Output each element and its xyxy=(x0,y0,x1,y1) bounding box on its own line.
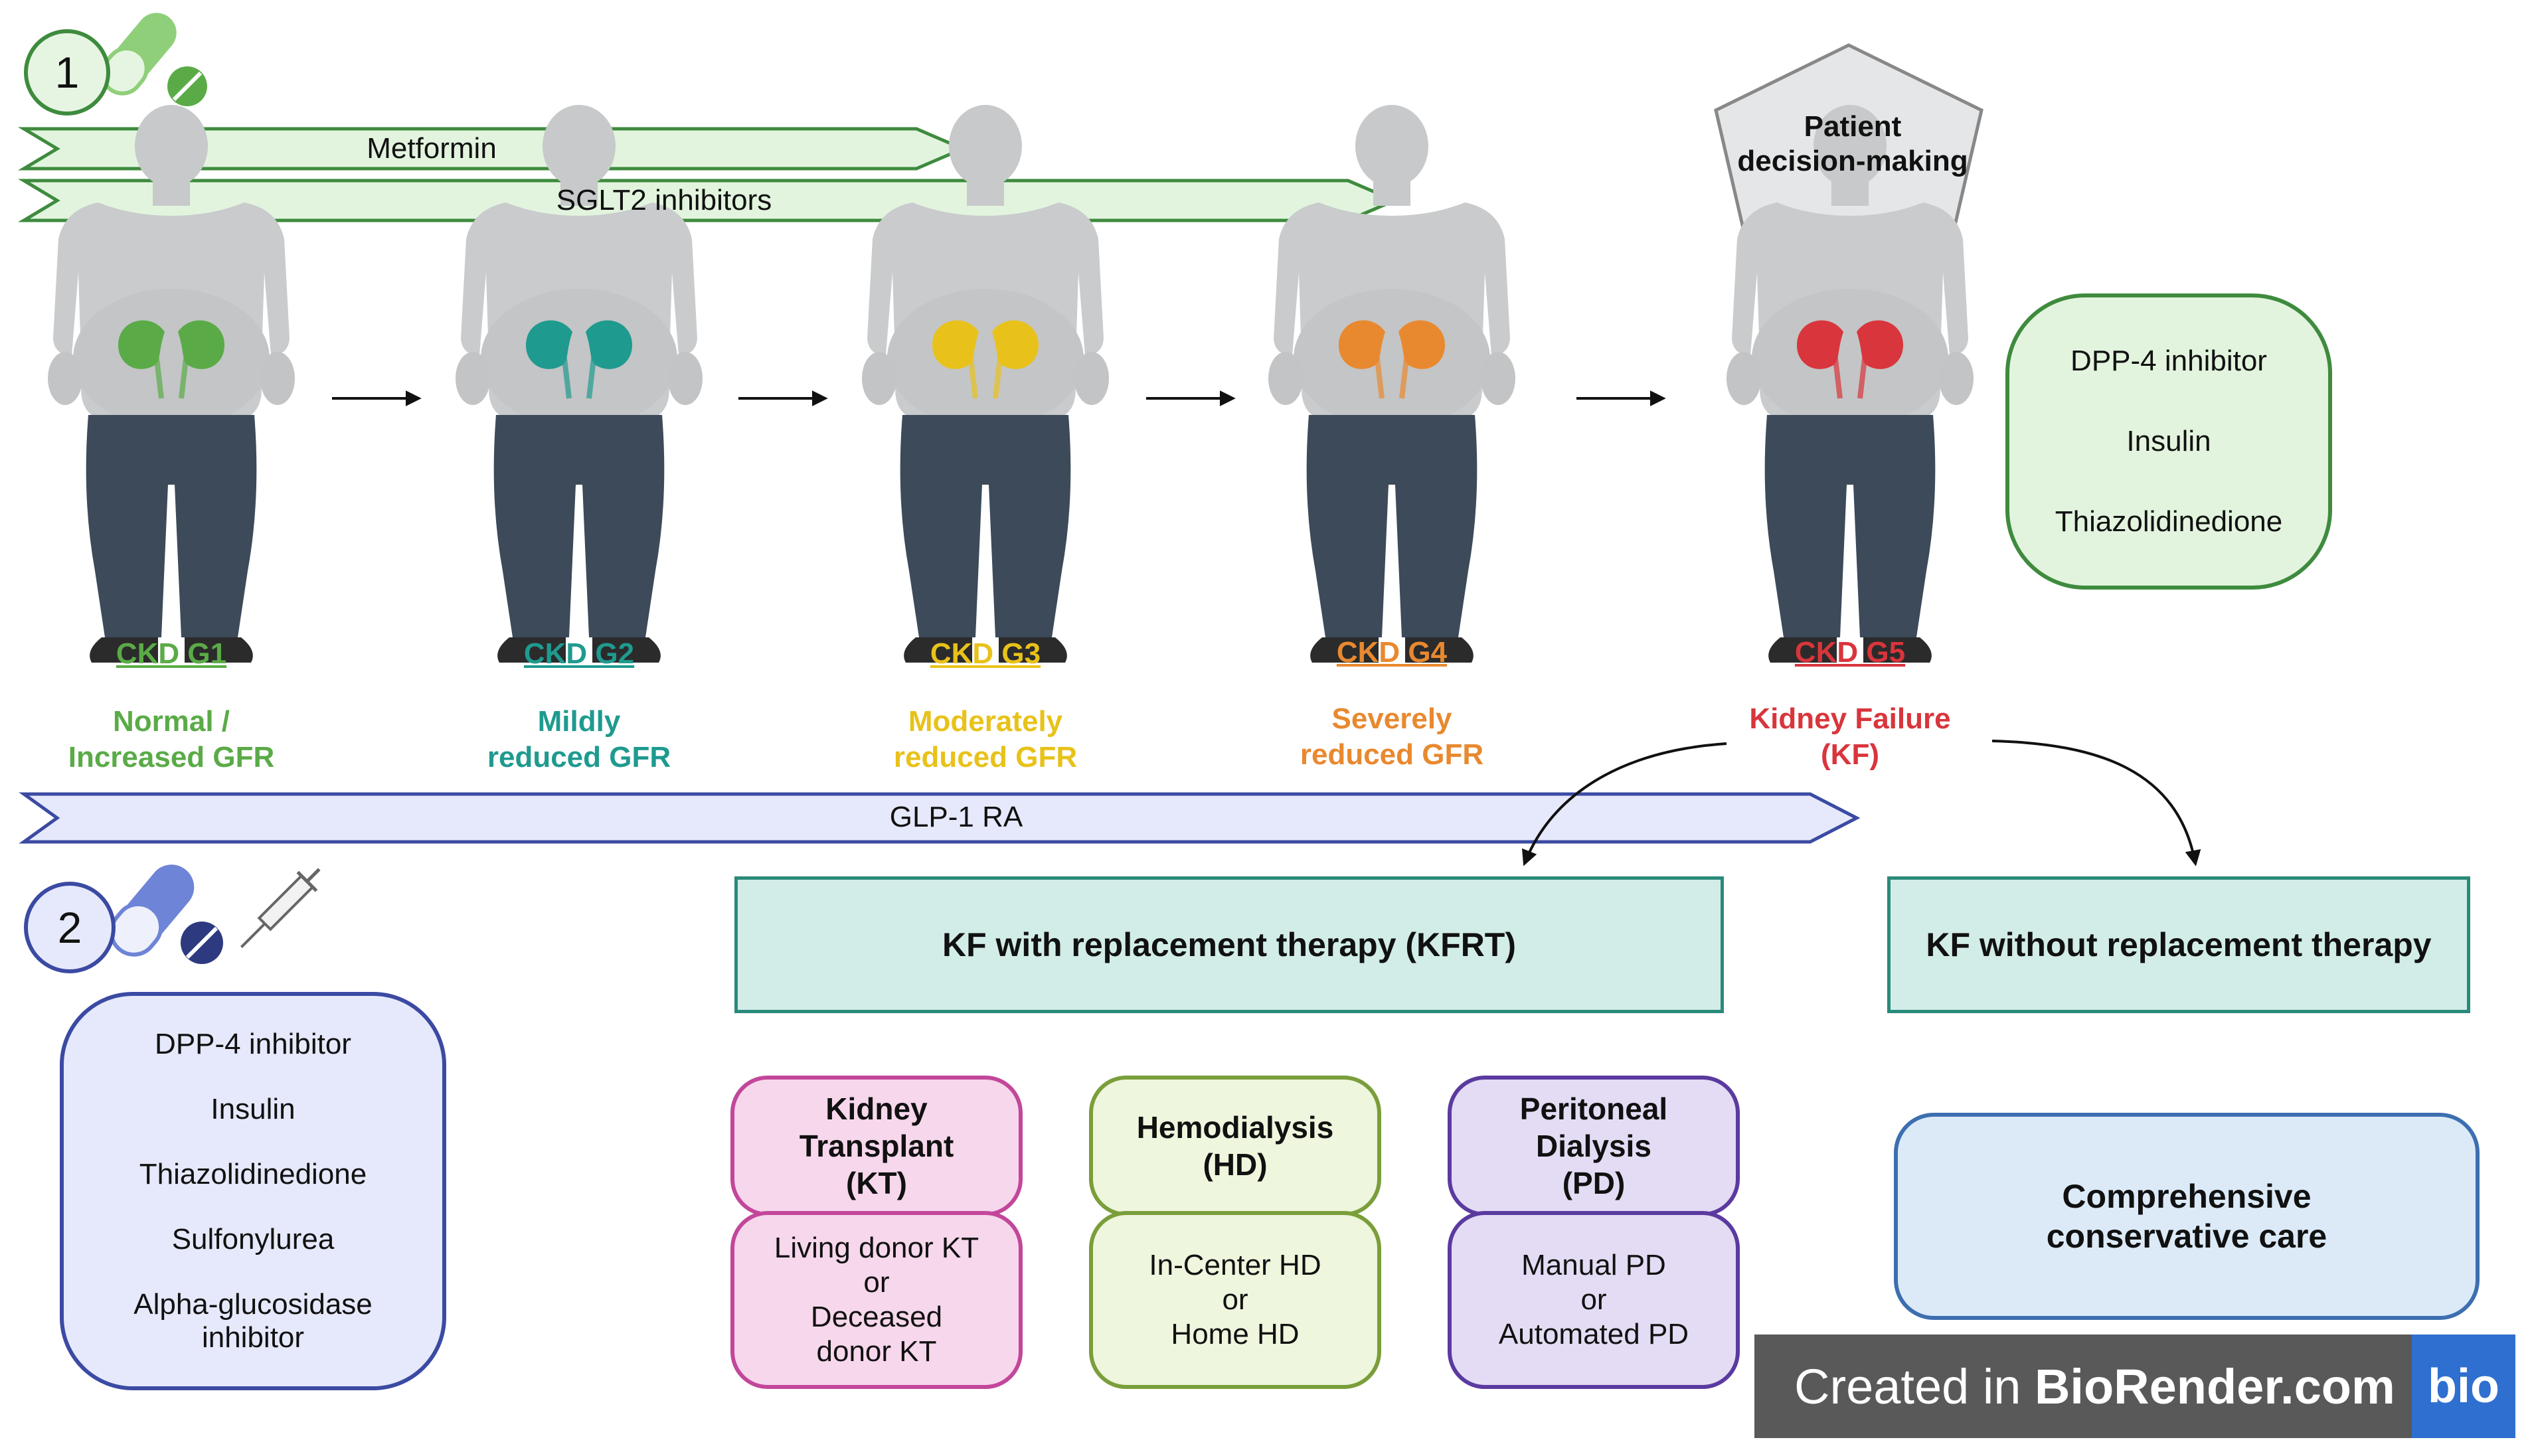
blue-drug-item: DPP-4 inhibitor xyxy=(155,1028,351,1060)
kf-without-curved-arrow xyxy=(1991,740,2201,866)
blue-capsule-icon xyxy=(109,864,195,957)
kidney-transplant-detail-box: Living donor KT or Deceased donor KT xyxy=(730,1211,1023,1389)
blue-drug-list: DPP-4 inhibitor Insulin Thiazolidinedion… xyxy=(60,992,446,1390)
glp1-banner xyxy=(19,792,1861,844)
group-two-number: 2 xyxy=(57,903,82,952)
stage-description: Moderately reduced GFR xyxy=(893,705,1078,773)
green-drug-item: Insulin xyxy=(2126,425,2211,457)
kfrt-title: KF with replacement therapy (KFRT) xyxy=(942,926,1516,963)
glp1-label: GLP-1 RA xyxy=(889,801,1023,833)
watermark-brand: BioRender.com xyxy=(2034,1358,2395,1414)
kidney-transplant-title-box: Kidney Transplant (KT) xyxy=(730,1076,1023,1216)
metformin-banner xyxy=(17,127,968,171)
kidney-icon xyxy=(1339,320,1445,399)
syringe-icon xyxy=(240,868,321,948)
biorender-badge: bio xyxy=(2412,1335,2515,1438)
kidney-icon xyxy=(932,320,1039,399)
patient-figure xyxy=(1727,105,1974,663)
kf-without-title: KF without replacement therapy xyxy=(1926,926,2432,963)
patient-figure xyxy=(456,105,703,663)
green-drug-list: DPP-4 inhibitor Insulin Thiazolidinedion… xyxy=(2005,293,2332,590)
stage-label: CKD G5 xyxy=(1794,636,1906,669)
kfrt-box: KF with replacement therapy (KFRT) xyxy=(734,876,1724,1013)
stage-label: CKD G2 xyxy=(523,637,635,670)
biorender-badge-text: bio xyxy=(2428,1360,2499,1413)
green-capsule-icon xyxy=(100,13,177,96)
conservative-care-box: Comprehensive conservative care xyxy=(1894,1113,2480,1320)
flow-arrows xyxy=(332,390,2201,866)
kidney-icon xyxy=(1797,320,1903,399)
group-one-number: 1 xyxy=(54,48,80,97)
peritoneal-dialysis-detail-box: Manual PD or Automated PD xyxy=(1448,1211,1740,1389)
patient-decision-text: Patient decision-making xyxy=(1737,110,1968,177)
stage-description: Kidney Failure (KF) xyxy=(1749,702,1951,771)
patient-figure xyxy=(1268,105,1515,663)
group-one-badge: 1 xyxy=(24,29,110,116)
hemodialysis-detail-box: In-Center HD or Home HD xyxy=(1089,1211,1381,1389)
hemodialysis-title-box: Hemodialysis (HD) xyxy=(1089,1076,1381,1216)
watermark-created-in: Created in xyxy=(1794,1358,2035,1414)
patient-figure xyxy=(48,105,295,663)
sglt2-label: SGLT2 inhibitors xyxy=(556,184,772,216)
biorender-watermark: Created in BioRender.com xyxy=(1754,1335,2412,1438)
stage-label: CKD G1 xyxy=(116,637,227,670)
stage-description: Mildly reduced GFR xyxy=(487,705,671,773)
pill-icons xyxy=(100,13,321,964)
peritoneal-dialysis-title-box: Peritoneal Dialysis (PD) xyxy=(1448,1076,1740,1216)
stage-label: CKD G4 xyxy=(1336,636,1448,669)
blue-drug-item: Thiazolidinedione xyxy=(139,1158,367,1190)
metformin-label: Metformin xyxy=(367,132,497,165)
green-drug-item: DPP-4 inhibitor xyxy=(2070,345,2267,377)
stage-label: CKD G3 xyxy=(930,637,1041,670)
kidney-icon xyxy=(118,320,224,399)
patient-decision-label: Patient decision-making xyxy=(1713,101,1992,187)
blue-drug-item: Insulin xyxy=(211,1093,295,1125)
patient-figures xyxy=(48,105,1974,663)
conservative-care-text: Comprehensive conservative care xyxy=(2046,1178,2327,1255)
blue-drug-item: Alpha-glucosidase inhibitor xyxy=(133,1288,373,1354)
patient-figure xyxy=(862,105,1109,663)
stage-description: Severely reduced GFR xyxy=(1300,702,1484,771)
kf-without-box: KF without replacement therapy xyxy=(1887,876,2470,1013)
kidney-icon xyxy=(526,320,632,399)
stage-description: Normal / Increased GFR xyxy=(68,705,275,773)
kfrt-curved-arrow xyxy=(1522,742,1727,866)
green-drug-item: Thiazolidinedione xyxy=(2055,505,2283,538)
group-two-badge: 2 xyxy=(24,882,116,973)
blue-drug-item: Sulfonylurea xyxy=(171,1223,335,1255)
